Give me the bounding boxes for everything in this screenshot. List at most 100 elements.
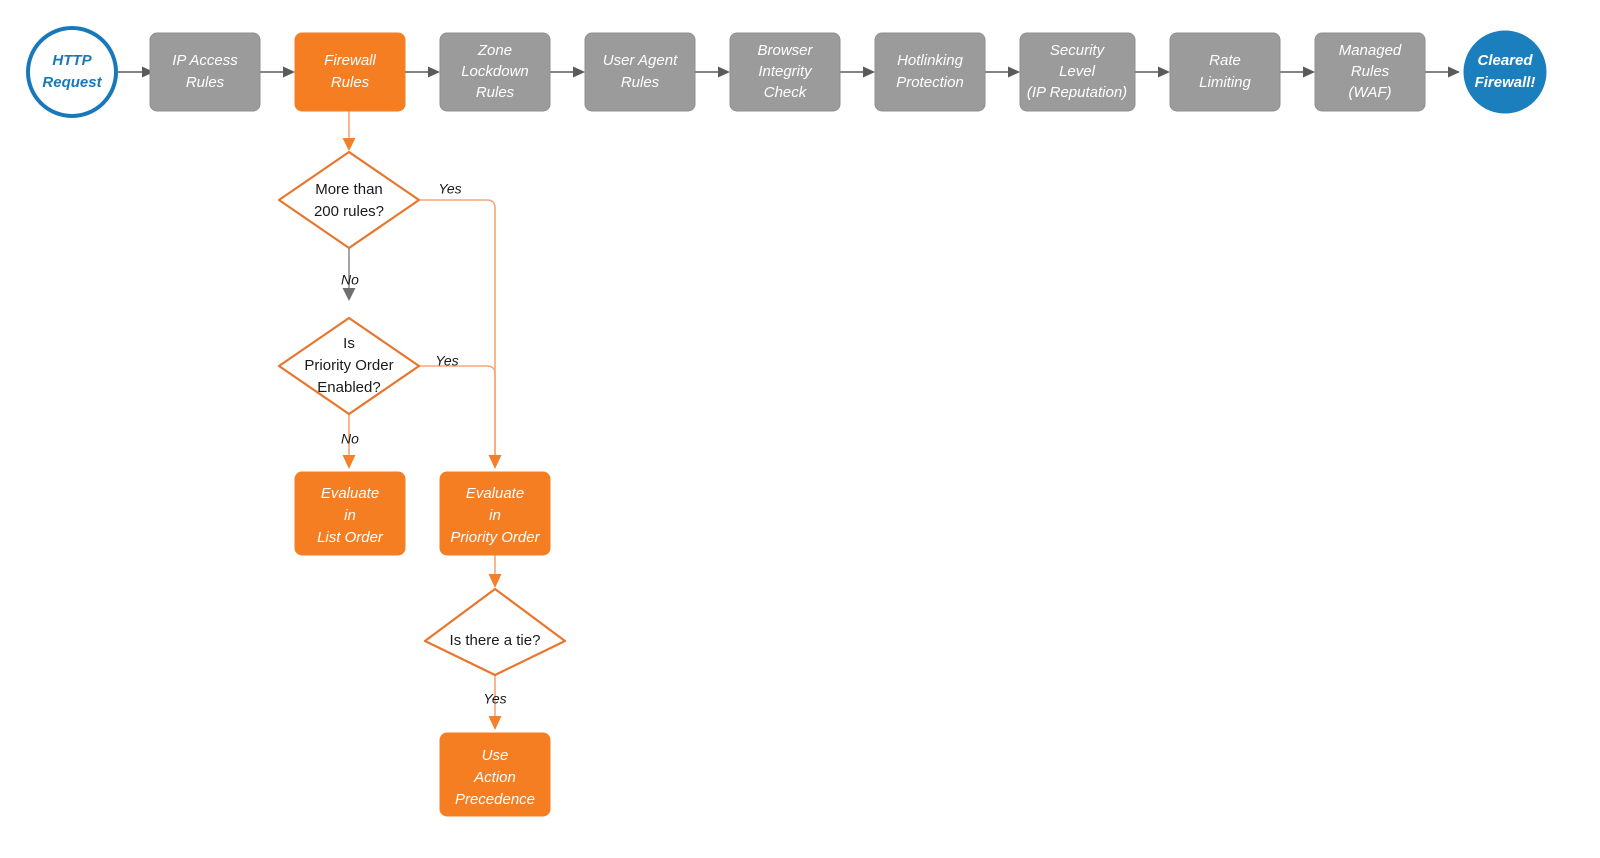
connector-no-200-rules <box>342 248 356 301</box>
node-use-action-precedence[interactable]: Use Action Precedence <box>439 732 551 817</box>
edge-label-yes-tie: Yes <box>483 691 506 707</box>
evaluate-in-priority-order-label-line2: in <box>489 507 501 524</box>
http-request-circle <box>26 26 118 118</box>
connector-ip-access-to-firewall <box>259 66 295 78</box>
more-than-200-rules-label-line1: More than <box>315 181 383 198</box>
connector-yes-tie <box>488 675 502 730</box>
connector-hotlinking-to-security-level <box>984 66 1020 78</box>
node-rate-limiting[interactable]: Rate Limiting <box>1169 32 1281 112</box>
managed-rules-waf-label-line2: Rules <box>1351 63 1390 80</box>
cleared-firewall-circle <box>1463 30 1547 114</box>
is-priority-order-enabled-label-line1: Is <box>343 335 355 352</box>
connector-no-priority-order <box>342 414 356 469</box>
use-action-precedence-label-line2: Action <box>473 769 516 786</box>
is-priority-order-enabled-diamond <box>277 316 421 416</box>
connector-start-to-ip-access <box>118 66 154 78</box>
ip-access-rules-box <box>149 32 261 112</box>
security-level-label-line2: Level <box>1059 63 1096 80</box>
connector-user-agent-to-browser-integrity <box>694 66 730 78</box>
evaluate-in-priority-order-box <box>439 471 551 556</box>
browser-integrity-check-label-line1: Browser <box>757 42 813 59</box>
node-http-request[interactable]: HTTP Request <box>26 26 118 118</box>
use-action-precedence-box <box>439 732 551 817</box>
node-decision-more-than-200-rules[interactable]: More than 200 rules? <box>277 150 421 250</box>
firewall-rules-label-line2: Rules <box>331 74 370 91</box>
edge-label-yes-priority-order: Yes <box>435 353 458 369</box>
rate-limiting-box <box>1169 32 1281 112</box>
evaluate-in-list-order-box <box>294 471 406 556</box>
hotlinking-protection-label-line1: Hotlinking <box>897 52 964 69</box>
is-there-a-tie-diamond <box>423 587 567 677</box>
decision-connectors: right, down to merge line --> Is Priorit… <box>342 110 502 730</box>
browser-integrity-check-label-line2: Integrity <box>758 63 813 80</box>
security-level-label-line3: (IP Reputation) <box>1027 84 1127 101</box>
connector-yes-priority-order <box>419 365 496 455</box>
security-level-label-line1: Security <box>1050 42 1106 59</box>
node-browser-integrity-check[interactable]: Browser Integrity Check <box>729 32 841 112</box>
evaluate-in-priority-order-label-line3: Priority Order <box>450 529 540 546</box>
connector-managed-rules-to-end <box>1424 66 1460 78</box>
http-request-label-line1: HTTP <box>52 52 92 69</box>
evaluate-in-list-order-label-line1: Evaluate <box>321 485 379 502</box>
node-evaluate-in-priority-order[interactable]: Evaluate in Priority Order <box>439 471 551 556</box>
node-evaluate-in-list-order[interactable]: Evaluate in List Order <box>294 471 406 556</box>
managed-rules-waf-box <box>1314 32 1426 112</box>
connector-zone-lockdown-to-user-agent <box>549 66 585 78</box>
ip-access-rules-label-line2: Rules <box>186 74 225 91</box>
node-managed-rules-waf[interactable]: Managed Rules (WAF) <box>1314 32 1426 112</box>
hotlinking-protection-box <box>874 32 986 112</box>
edge-labels: Yes No Yes No Yes <box>341 181 507 707</box>
connector-merge-arrowhead <box>488 455 502 469</box>
connector-security-level-to-rate-limiting <box>1134 66 1170 78</box>
node-decision-is-priority-order-enabled[interactable]: Is Priority Order Enabled? <box>277 316 421 416</box>
zone-lockdown-rules-box <box>439 32 551 112</box>
node-firewall-rules[interactable]: Firewall Rules <box>294 32 406 112</box>
node-security-level[interactable]: Security Level (IP Reputation) <box>1019 32 1136 112</box>
cleared-firewall-label-line1: Cleared <box>1477 52 1533 69</box>
ip-access-rules-label-line1: IP Access <box>172 52 238 69</box>
use-action-precedence-label-line1: Use <box>482 747 509 764</box>
evaluate-in-list-order-label-line3: List Order <box>317 529 384 546</box>
node-zone-lockdown-rules[interactable]: Zone Lockdown Rules <box>439 32 551 112</box>
zone-lockdown-rules-label-line1: Zone <box>477 42 512 59</box>
edge-label-no-200-rules: No <box>341 272 359 288</box>
cleared-firewall-label-line2: Firewall! <box>1475 74 1536 91</box>
evaluate-in-list-order-label-line2: in <box>344 507 356 524</box>
user-agent-rules-label-line2: Rules <box>621 74 660 91</box>
node-user-agent-rules[interactable]: User Agent Rules <box>584 32 696 112</box>
browser-integrity-check-label-line3: Check <box>764 84 808 101</box>
managed-rules-waf-label-line1: Managed <box>1339 42 1402 59</box>
pipeline-connectors <box>118 66 1460 78</box>
node-cleared-firewall[interactable]: Cleared Firewall! <box>1463 30 1547 114</box>
http-request-label-line2: Request <box>42 74 102 91</box>
rate-limiting-label-line1: Rate <box>1209 52 1241 69</box>
managed-rules-waf-label-line3: (WAF) <box>1348 84 1391 101</box>
evaluate-in-priority-order-label-line1: Evaluate <box>466 485 524 502</box>
browser-integrity-check-box <box>729 32 841 112</box>
edge-label-yes-200-rules: Yes <box>438 181 461 197</box>
is-priority-order-enabled-label-line2: Priority Order <box>304 357 393 374</box>
connector-yes-200-rules <box>419 199 496 455</box>
zone-lockdown-rules-label-line3: Rules <box>476 84 515 101</box>
user-agent-rules-box <box>584 32 696 112</box>
edge-label-no-priority-order: No <box>341 431 359 447</box>
more-than-200-rules-label-line2: 200 rules? <box>314 203 384 220</box>
firewall-rules-box <box>294 32 406 112</box>
rate-limiting-label-line2: Limiting <box>1199 74 1251 91</box>
use-action-precedence-label-line3: Precedence <box>455 791 535 808</box>
more-than-200-rules-diamond <box>277 150 421 250</box>
is-priority-order-enabled-label-line3: Enabled? <box>317 379 380 396</box>
node-ip-access-rules[interactable]: IP Access Rules <box>149 32 261 112</box>
node-decision-is-there-a-tie[interactable]: Is there a tie? <box>423 587 567 677</box>
node-hotlinking-protection[interactable]: Hotlinking Protection <box>874 32 986 112</box>
connector-firewall-to-zone-lockdown <box>404 66 440 78</box>
connector-firewall-to-decision-200 <box>342 110 356 151</box>
connector-rate-limiting-to-managed-rules <box>1279 66 1315 78</box>
connector-browser-integrity-to-hotlinking <box>839 66 875 78</box>
is-there-a-tie-label: Is there a tie? <box>450 632 541 649</box>
user-agent-rules-label-line1: User Agent <box>603 52 678 69</box>
hotlinking-protection-label-line2: Protection <box>896 74 964 91</box>
security-level-box <box>1019 32 1136 112</box>
